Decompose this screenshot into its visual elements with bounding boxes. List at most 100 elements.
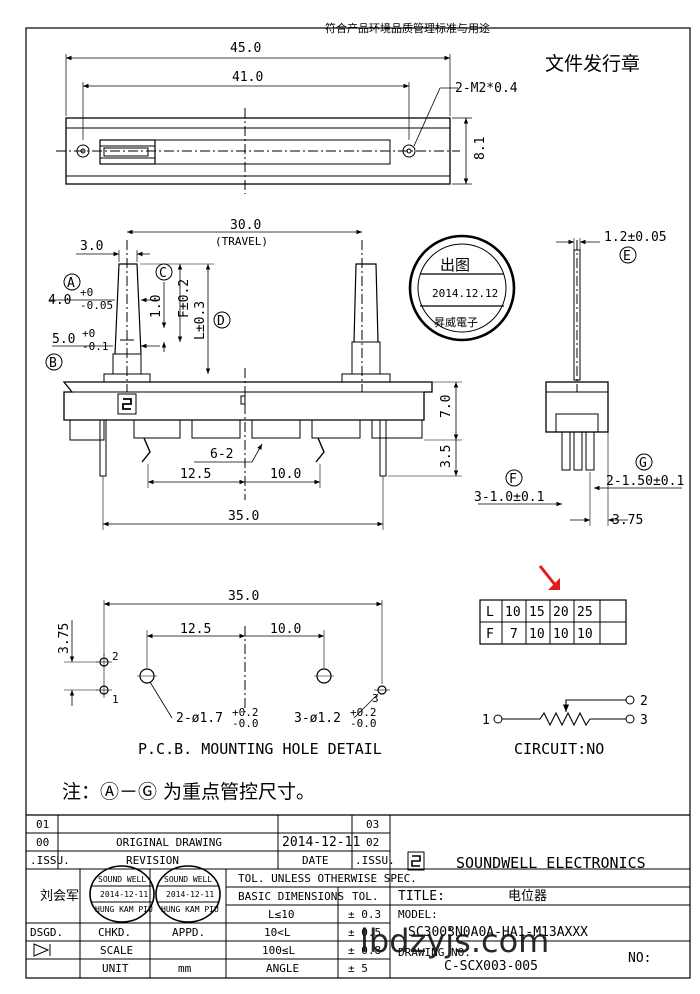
dim-l: L±0.3 (193, 301, 208, 340)
circuit-diagram: 1 2 3 CIRCUIT:NO (482, 694, 648, 758)
pcb-dim-length: 35.0 (228, 589, 259, 604)
lf-l-value: 25 (577, 605, 593, 620)
sw-stamp-1-date: 2014-12-11 (100, 890, 148, 899)
scale-label: SCALE (100, 944, 133, 957)
dim-a: 4.0 (48, 293, 71, 308)
top-view: 45.0 41.0 2-M2*0.4 8.1 (56, 41, 518, 194)
stamp-date: 2014.12.12 (432, 287, 498, 300)
label-b: B (49, 356, 57, 371)
dim-hole-pitch: 41.0 (232, 70, 263, 85)
dim-stroke-note: (TRAVEL) (215, 235, 268, 248)
circuit-pin-3: 3 (640, 713, 648, 728)
dim-b-tol-dn: -0.1 (82, 340, 109, 353)
issu-label: .ISSU. (30, 854, 70, 867)
revision-label: REVISION (126, 854, 179, 867)
label-a: A (67, 276, 75, 291)
note: 注：Ⓐ－Ⓖ 为重点管控尺寸。 (62, 781, 315, 803)
pcb-hole-2-tol-dn: -0.0 (232, 717, 259, 730)
unit-label: UNIT (102, 962, 129, 975)
label-f: F (509, 472, 517, 487)
dim-b-tol-up: +0 (82, 327, 95, 340)
label-e: E (623, 249, 631, 264)
dim-a-tol-dn: -0.05 (80, 299, 113, 312)
pcb-pin-3: 3 (372, 692, 379, 705)
dim-f: F±0.2 (177, 279, 192, 318)
signer-name: 刘会军 (40, 889, 79, 904)
appd-label: APPD. (172, 926, 205, 939)
dim-shaft: 1.2±0.05 (604, 230, 667, 245)
tol-row-3-range: 100≤L (262, 944, 295, 957)
no-label: NO: (628, 951, 651, 966)
title-label: TITLE: (398, 889, 445, 904)
pcb-hole-3: 3-ø1.2 (294, 711, 341, 726)
circuit-pin-2: 2 (640, 694, 648, 709)
side-view: 1.2±0.05 E F 3-1.0±0.1 G 2-1.50±0.1 3.75 (474, 230, 684, 528)
dim-knob-width: 3.0 (80, 239, 103, 254)
dim-c: 1.0 (149, 295, 164, 318)
pcb-dim-pitch-2: 10.0 (270, 622, 301, 637)
label-d: D (217, 314, 225, 329)
pcb-hole-detail: 2 1 3 35.0 12.5 10.0 3.75 2-ø1.7 +0.2 -0… (57, 589, 390, 758)
dim-body-length: 35.0 (228, 509, 259, 524)
dim-stroke: 30.0 (230, 218, 261, 233)
lf-f-value: 10 (553, 627, 569, 642)
date-label: DATE (302, 854, 329, 867)
drawing-frame (25, 27, 691, 979)
pcb-caption: P.C.B. MOUNTING HOLE DETAIL (138, 740, 382, 758)
lf-f-value: 10 (529, 627, 545, 642)
original-drawing: ORIGINAL DRAWING (116, 836, 222, 849)
chkd-label: CHKD. (98, 926, 131, 939)
dim-f-pin: 3-1.0±0.1 (474, 490, 544, 505)
dim-length-total: 45.0 (230, 41, 261, 56)
circuit-pin-1: 1 (482, 713, 490, 728)
pcb-hole-3-tol-dn: -0.0 (350, 717, 377, 730)
dim-side-width: 3.75 (612, 513, 643, 528)
label-g: G (639, 456, 647, 471)
lf-l-label: L (486, 605, 494, 620)
drawing-value: C-SCX003-005 (444, 959, 538, 974)
sw-stamp-2-top: SOUND WELL (164, 875, 212, 884)
issu-label-2: .ISSU. (355, 854, 395, 867)
release-stamp-text: 文件发行章 (545, 53, 640, 75)
dim-b: 5.0 (52, 332, 75, 347)
drawing-label: DRAWING NO. (398, 946, 471, 959)
dim-body-height: 7.0 (439, 395, 454, 418)
stamp-title: 出图 (440, 256, 470, 274)
pcb-pin-2: 2 (112, 650, 119, 663)
tol-label: TOL. (352, 890, 379, 903)
lf-f-value: 10 (577, 627, 593, 642)
watermark: lbdzyjs.com (360, 922, 549, 960)
rev-02: 02 (366, 836, 379, 849)
lf-f-label: F (486, 627, 494, 642)
original-date: 2014-12-11 (282, 835, 360, 850)
sound-well-stamp-2: SOUND WELL 2014-12-11 HUNG KAM PIU (155, 865, 221, 923)
tol-row-4-range: ANGLE (266, 962, 299, 975)
title-block: 01 00 .ISSU. ORIGINAL DRAWING 2014-12-11… (26, 814, 690, 978)
dim-pin-length: 3.5 (439, 445, 454, 468)
tol-row-3-val: ± 0.8 (348, 944, 381, 957)
dim-width: 8.1 (473, 137, 488, 160)
dsgd-label: DSGD. (30, 926, 63, 939)
lf-l-value: 20 (553, 605, 569, 620)
pcb-hole-2: 2-ø1.7 (176, 711, 223, 726)
model-value: SC3003N0A0A-HA1-M13AXXX (408, 925, 588, 940)
front-view: 30.0 (TRAVEL) 3.0 A 4.0 +0 -0.05 B 5.0 +… (45, 218, 462, 530)
circuit-caption: CIRCUIT:NO (514, 740, 604, 758)
stamp-company: 昇威電子 (434, 316, 478, 329)
compliance-note: 符合产品环境品质管理标准与用途 (325, 21, 490, 35)
sw-stamp-1-name: HUNG KAM PIU (95, 905, 153, 914)
sw-stamp-2-name: HUNG KAM PIU (161, 905, 219, 914)
pcb-dim-side: 3.75 (57, 623, 72, 654)
title-value: 电位器 (508, 889, 547, 904)
lf-table: L 10 15 20 25 F 7 10 10 10 (479, 565, 627, 645)
pcb-hole-2-tol-up: +0.2 (232, 706, 259, 719)
tol-row-1-range: L≤10 (268, 908, 295, 921)
sw-stamp-2-date: 2014-12-11 (166, 890, 214, 899)
dim-pin-pitch-1: 12.5 (180, 467, 211, 482)
rev-03: 03 (366, 818, 379, 831)
sw-stamp-1-top: SOUND WELL (98, 875, 146, 884)
tol-row-2-range: 10<L (264, 926, 291, 939)
company-name: SOUNDWELL ELECTRONICS (456, 854, 646, 872)
round-stamp: 出图 2014.12.12 昇威電子 (408, 234, 516, 342)
